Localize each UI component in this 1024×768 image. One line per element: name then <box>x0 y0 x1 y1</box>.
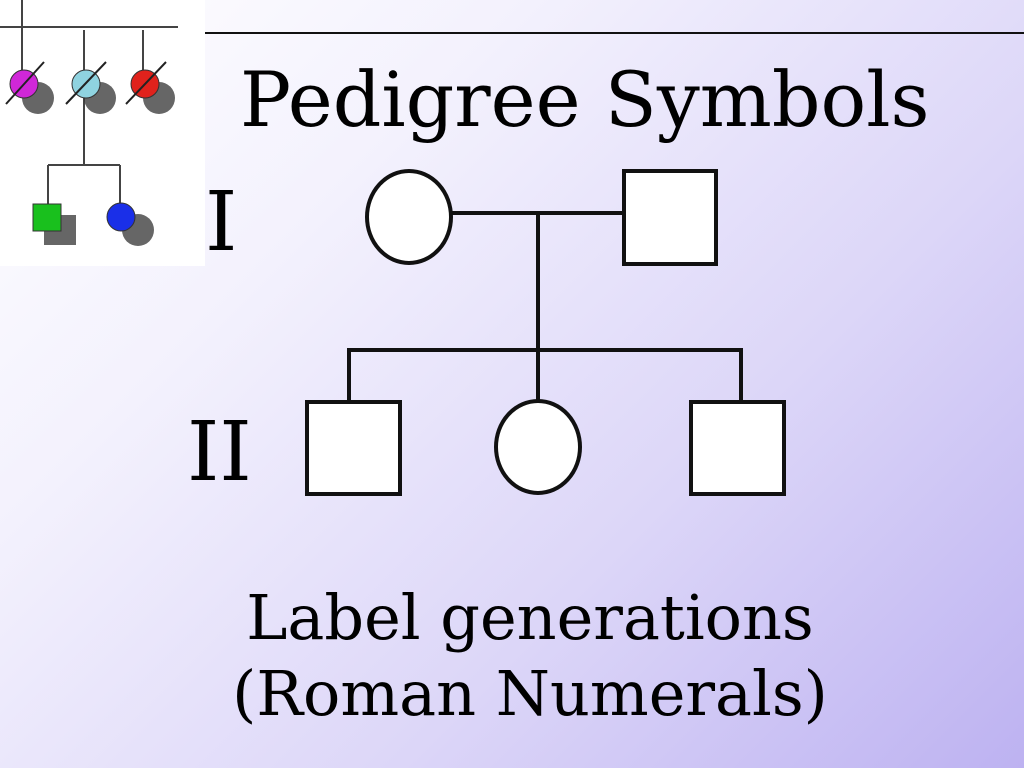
logo-female-symbol <box>106 202 136 232</box>
pedigree-logo-graphic <box>0 0 178 246</box>
generation-ii-male-symbol-1 <box>305 400 402 496</box>
generation-i-female-symbol <box>365 169 453 265</box>
generation-i-male-symbol <box>622 169 718 266</box>
slide-caption: Label generations (Roman Numerals) <box>180 580 880 732</box>
generation-ii-female-symbol <box>494 399 582 495</box>
title-rule <box>0 32 1024 34</box>
pedigree-logo <box>0 0 205 266</box>
logo-male-symbol <box>32 203 62 232</box>
generation-label-ii: II <box>187 405 252 500</box>
caption-line-1: Label generations <box>246 581 814 654</box>
generation-label-i: I <box>205 175 238 270</box>
generation-ii-male-symbol-2 <box>689 400 786 496</box>
caption-line-2: (Roman Numerals) <box>232 657 828 730</box>
slide-title: Pedigree Symbols <box>240 55 930 144</box>
logo-top-row <box>5 61 167 105</box>
logo-bottom-row <box>32 202 136 232</box>
